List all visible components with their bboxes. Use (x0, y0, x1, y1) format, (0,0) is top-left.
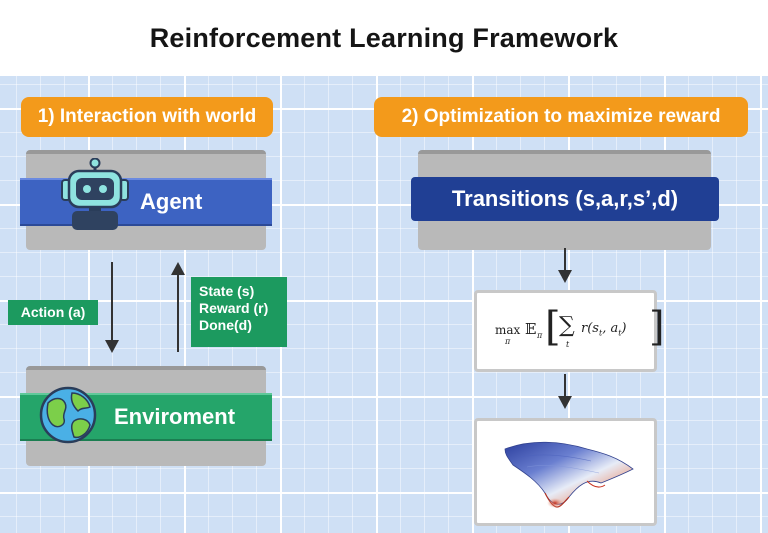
earth-icon (38, 385, 98, 445)
section-1-header: 1) Interaction with world (21, 97, 273, 137)
state-text: State (s) (199, 283, 255, 299)
formula-left-bracket: [ (545, 304, 561, 350)
section-1-header-text: 1) Interaction with world (37, 106, 257, 127)
agent-label: Agent (140, 189, 203, 214)
page-title: Reinforcement Learning Framework (149, 22, 619, 53)
arrow-to-landscape (557, 374, 573, 410)
feedback-label: State (s) Reward (r) Done(d) (191, 277, 287, 347)
transitions-bar: Transitions (s,a,r,s’,d) (411, 177, 719, 221)
landscape-box (474, 418, 657, 526)
title-banner: Reinforcement Learning Framework (0, 0, 768, 76)
formula-term-a: , a (602, 321, 619, 336)
objective-box: max π 𝔼 π [ ∑ t r(st, at) ] (474, 290, 665, 372)
surface-plot-icon (491, 427, 641, 517)
action-arrow-down (104, 262, 120, 354)
arrow-to-objective (557, 248, 573, 284)
section-2-header: 2) Optimization to maximize reward (374, 97, 748, 137)
action-label-text: Action (a) (20, 304, 86, 320)
section-2-header-text: 2) Optimization to maximize reward (401, 106, 721, 127)
state-arrow-up (170, 262, 186, 354)
formula-expectation-sub: π (537, 331, 543, 340)
formula-max: max (495, 323, 521, 337)
formula-term-close: ) (621, 321, 627, 336)
formula-term: r(st, at) (581, 321, 627, 338)
agent-bar: Agent (20, 178, 272, 226)
formula-right-bracket: ] (649, 304, 665, 350)
environment-label: Enviroment (114, 404, 236, 429)
action-label: Action (a) (8, 300, 98, 325)
robot-icon (60, 158, 130, 230)
reward-text: Reward (r) (199, 300, 269, 316)
formula-sum: ∑ (559, 313, 575, 338)
formula-expectation: 𝔼 (525, 320, 537, 338)
formula-term-r: r(s (581, 321, 599, 336)
transitions-label: Transitions (s,a,r,s’,d) (451, 186, 679, 211)
done-text: Done(d) (199, 317, 252, 333)
objective-formula: max π 𝔼 π [ ∑ t r(st, at) ] (495, 307, 665, 353)
formula-term-a-sub: t (618, 328, 622, 338)
formula-sum-sub: t (566, 340, 570, 349)
formula-max-sub: π (505, 337, 511, 346)
formula-term-s-sub: t (598, 328, 603, 338)
